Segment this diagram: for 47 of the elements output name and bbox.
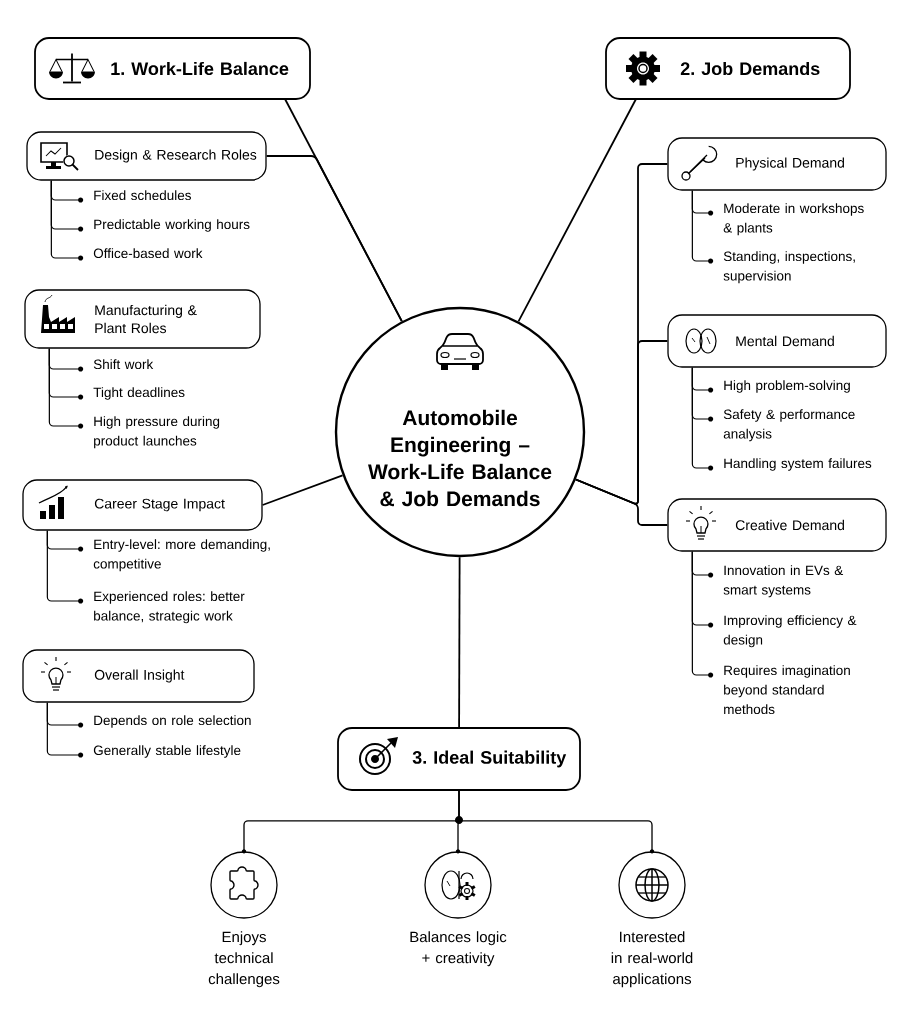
bullet-item: Tight deadlines bbox=[78, 387, 185, 400]
connector bbox=[691, 551, 709, 676]
category-box: Career Stage Impact bbox=[22, 479, 263, 531]
node-label: Shift work bbox=[93, 359, 154, 370]
bullet-item: High pressure during product launches bbox=[78, 416, 220, 449]
category-box: Overall Insight bbox=[22, 649, 255, 703]
section-box: 1. Work-Life Balance bbox=[34, 37, 311, 100]
category-box: Design & Research Roles bbox=[26, 131, 267, 181]
connector bbox=[46, 530, 79, 602]
connector bbox=[691, 367, 709, 469]
bullet-item: Requires imagination beyond standard methods bbox=[708, 665, 850, 715]
caption-text: Interested in real-world applications bbox=[611, 931, 693, 988]
connector bbox=[517, 98, 637, 323]
bullet-item: Fixed schedules bbox=[78, 190, 191, 203]
bullet-item: Predictable working hours bbox=[78, 219, 250, 232]
bullet-item: High problem-solving bbox=[708, 380, 850, 393]
bullet-item: Safety & performance analysis bbox=[708, 409, 855, 442]
bullet-item: Innovation in EVs & smart systems bbox=[708, 565, 844, 598]
bullet-item: Standing, inspections, supervision bbox=[708, 251, 855, 284]
connector bbox=[458, 790, 653, 852]
category-box: Creative Demand bbox=[667, 498, 887, 552]
connector bbox=[574, 478, 669, 526]
bullet-item: Handling system failures bbox=[708, 458, 872, 471]
bullet-item: Generally stable lifestyle bbox=[78, 745, 241, 758]
connector bbox=[261, 474, 344, 506]
section-box: 3. Ideal Suitability bbox=[337, 727, 581, 791]
section-box: 2. Job Demands bbox=[605, 37, 851, 100]
connector bbox=[691, 190, 709, 262]
connector bbox=[48, 348, 79, 427]
bullet-item: Office-based work bbox=[78, 248, 203, 261]
connector bbox=[50, 180, 79, 259]
node-label: Office-based work bbox=[93, 248, 203, 259]
caption-text: Balances logic + creativity bbox=[410, 931, 507, 967]
category-box: Mental Demand bbox=[667, 314, 887, 368]
node-label: Fixed schedules bbox=[94, 190, 191, 201]
connector bbox=[458, 556, 461, 728]
connector bbox=[46, 702, 79, 756]
category-box: Manufacturing & Plant Roles bbox=[24, 289, 261, 349]
bullet-item: Depends on role selection bbox=[78, 715, 251, 728]
bullet-item: Moderate in workshops & plants bbox=[708, 203, 864, 236]
caption-text: Enjoys technical challenges bbox=[208, 931, 280, 988]
bullet-item: Entry-level: more demanding, competitive bbox=[78, 539, 270, 572]
category-box: Physical Demand bbox=[667, 137, 887, 191]
bullet-item: Experienced roles: better balance, strategic work bbox=[78, 591, 245, 624]
connector bbox=[265, 155, 403, 323]
bullet-item: Shift work bbox=[78, 359, 154, 372]
bullet-item: Improving efficiency & design bbox=[708, 615, 857, 648]
